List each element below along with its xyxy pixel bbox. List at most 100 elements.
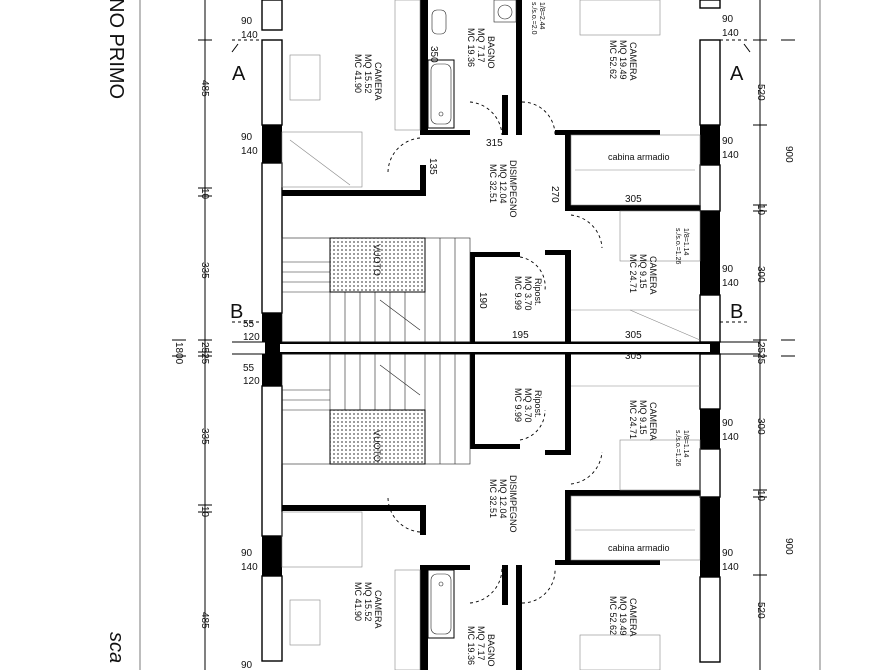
- svg-text:335: 335: [199, 428, 210, 445]
- svg-text:MQ 12.04: MQ 12.04: [498, 164, 508, 204]
- section-a-left: A: [232, 63, 246, 85]
- svg-text:MQ 3.70: MQ 3.70: [523, 388, 533, 423]
- svg-text:305: 305: [625, 194, 642, 205]
- right-dimensions: 520 900 10 300 2525 300 10 900 520: [755, 84, 794, 619]
- svg-text:MQ 7.17: MQ 7.17: [476, 28, 486, 63]
- room-camera-left-top: CAMERA MQ 15.52 MC 41.90: [353, 54, 383, 101]
- title-bottom: sca: [105, 632, 127, 663]
- svg-text:10: 10: [199, 188, 210, 200]
- svg-text:1800: 1800: [173, 342, 184, 365]
- svg-text:DISIMPEGNO: DISIMPEGNO: [508, 160, 518, 218]
- central-party-wall-core: [280, 344, 710, 352]
- svg-text:CAMERA: CAMERA: [373, 590, 383, 629]
- svg-text:MQ 7.17: MQ 7.17: [476, 626, 486, 661]
- svg-text:MC 32.51: MC 32.51: [488, 164, 498, 203]
- svg-text:90: 90: [722, 136, 734, 147]
- label-cabina-top: cabina armadio: [608, 152, 670, 162]
- svg-text:MC 52.62: MC 52.62: [608, 40, 618, 79]
- interior-walls-bottom: [282, 354, 700, 670]
- void-top: [329, 237, 426, 293]
- room-bagno-top: BAGNO MQ 7.17 MC 19.36: [466, 28, 496, 69]
- svg-text:1/8=2.44: 1/8=2.44: [538, 2, 545, 30]
- svg-text:MQ 15.52: MQ 15.52: [363, 582, 373, 622]
- svg-text:1/8=1.14: 1/8=1.14: [682, 430, 689, 458]
- svg-text:2525: 2525: [199, 342, 210, 365]
- svg-text:CAMERA: CAMERA: [373, 62, 383, 101]
- room-disimpegno-top: DISIMPEGNO MQ 12.04 MC 32.51: [488, 160, 518, 218]
- svg-text:Ripost.: Ripost.: [533, 390, 543, 418]
- svg-text:MQ 15.52: MQ 15.52: [363, 54, 373, 94]
- sink-top: [431, 0, 517, 35]
- svg-text:MC 24.71: MC 24.71: [628, 400, 638, 439]
- svg-text:90: 90: [722, 548, 734, 559]
- svg-text:485: 485: [199, 80, 210, 97]
- svg-text:BAGNO: BAGNO: [486, 36, 496, 69]
- svg-text:300: 300: [755, 418, 766, 435]
- svg-text:485: 485: [199, 612, 210, 629]
- svg-text:MC 19.36: MC 19.36: [466, 626, 476, 665]
- svg-text:120: 120: [243, 376, 260, 387]
- svg-text:140: 140: [241, 30, 258, 41]
- left-exterior-wall: [261, 0, 283, 662]
- svg-text:MQ 9.15: MQ 9.15: [638, 254, 648, 289]
- svg-text:s./s.o.=1.26: s./s.o.=1.26: [674, 430, 681, 466]
- room-disimpegno-bottom: DISIMPEGNO MQ 12.04 MC 32.51: [488, 475, 518, 533]
- svg-text:MC 9.99: MC 9.99: [513, 388, 523, 422]
- svg-text:315: 315: [486, 138, 503, 149]
- svg-text:90: 90: [241, 548, 253, 559]
- svg-text:90: 90: [722, 14, 734, 25]
- svg-text:120: 120: [243, 332, 260, 343]
- svg-text:MC 9.99: MC 9.99: [513, 276, 523, 310]
- window-dimensions: 90 140 90 140 55 120 55 120 90 140 90 90…: [241, 14, 739, 670]
- right-exterior-wall: [699, 0, 721, 663]
- interior-walls-top: [282, 0, 700, 342]
- svg-text:350: 350: [428, 46, 439, 63]
- bathtub-bottom: [427, 569, 455, 639]
- svg-text:140: 140: [722, 562, 739, 573]
- furniture-top: [281, 0, 701, 341]
- svg-text:90: 90: [722, 418, 734, 429]
- svg-text:MC 19.36: MC 19.36: [466, 28, 476, 67]
- svg-text:CAMERA: CAMERA: [628, 598, 638, 637]
- section-b-right: B: [730, 301, 743, 323]
- room-camera-left-bottom: CAMERA MQ 15.52 MC 41.90: [353, 582, 383, 629]
- svg-text:MQ 19.49: MQ 19.49: [618, 596, 628, 636]
- room-ripostiglio-bottom: Ripost. MQ 3.70 MC 9.99: [513, 388, 543, 423]
- door-swings: [387, 101, 603, 604]
- svg-text:140: 140: [722, 278, 739, 289]
- svg-text:90: 90: [241, 16, 253, 27]
- svg-text:305: 305: [625, 330, 642, 341]
- label-vuoto-bottom: VUOTO: [372, 430, 382, 462]
- svg-text:CAMERA: CAMERA: [648, 256, 658, 295]
- svg-text:10: 10: [755, 490, 766, 502]
- svg-text:520: 520: [755, 84, 766, 101]
- svg-text:CAMERA: CAMERA: [628, 42, 638, 81]
- svg-text:520: 520: [755, 602, 766, 619]
- svg-text:2525: 2525: [755, 342, 766, 365]
- svg-text:55: 55: [243, 319, 255, 330]
- svg-text:190: 190: [477, 292, 488, 309]
- svg-text:140: 140: [241, 146, 258, 157]
- room-camera-right-top: CAMERA MQ 19.49 MC 52.62: [608, 40, 638, 81]
- svg-text:10: 10: [755, 204, 766, 216]
- svg-text:MC 41.90: MC 41.90: [353, 582, 363, 621]
- svg-text:MC 52.62: MC 52.62: [608, 596, 618, 635]
- ratio-annotations: s./s.o.=1.26 1/8=1.14 s./s.o.=1.26 1/8=1…: [530, 2, 689, 466]
- section-markers: [231, 39, 751, 323]
- svg-text:CAMERA: CAMERA: [648, 402, 658, 441]
- svg-text:900: 900: [783, 146, 794, 163]
- svg-text:s./s.o.=2.0: s./s.o.=2.0: [530, 2, 537, 35]
- svg-text:MQ 12.04: MQ 12.04: [498, 479, 508, 519]
- void-bottom: [329, 409, 426, 465]
- svg-text:140: 140: [722, 150, 739, 161]
- svg-text:135: 135: [427, 158, 438, 175]
- section-a-right: A: [730, 63, 744, 85]
- svg-text:90: 90: [722, 264, 734, 275]
- svg-text:MC 32.51: MC 32.51: [488, 479, 498, 518]
- svg-text:335: 335: [199, 262, 210, 279]
- room-camera-right-bottom: CAMERA MQ 19.49 MC 52.62: [608, 596, 638, 637]
- svg-text:MQ 9.15: MQ 9.15: [638, 400, 648, 435]
- left-dimension-ticks: [172, 39, 212, 513]
- svg-text:90: 90: [241, 132, 253, 143]
